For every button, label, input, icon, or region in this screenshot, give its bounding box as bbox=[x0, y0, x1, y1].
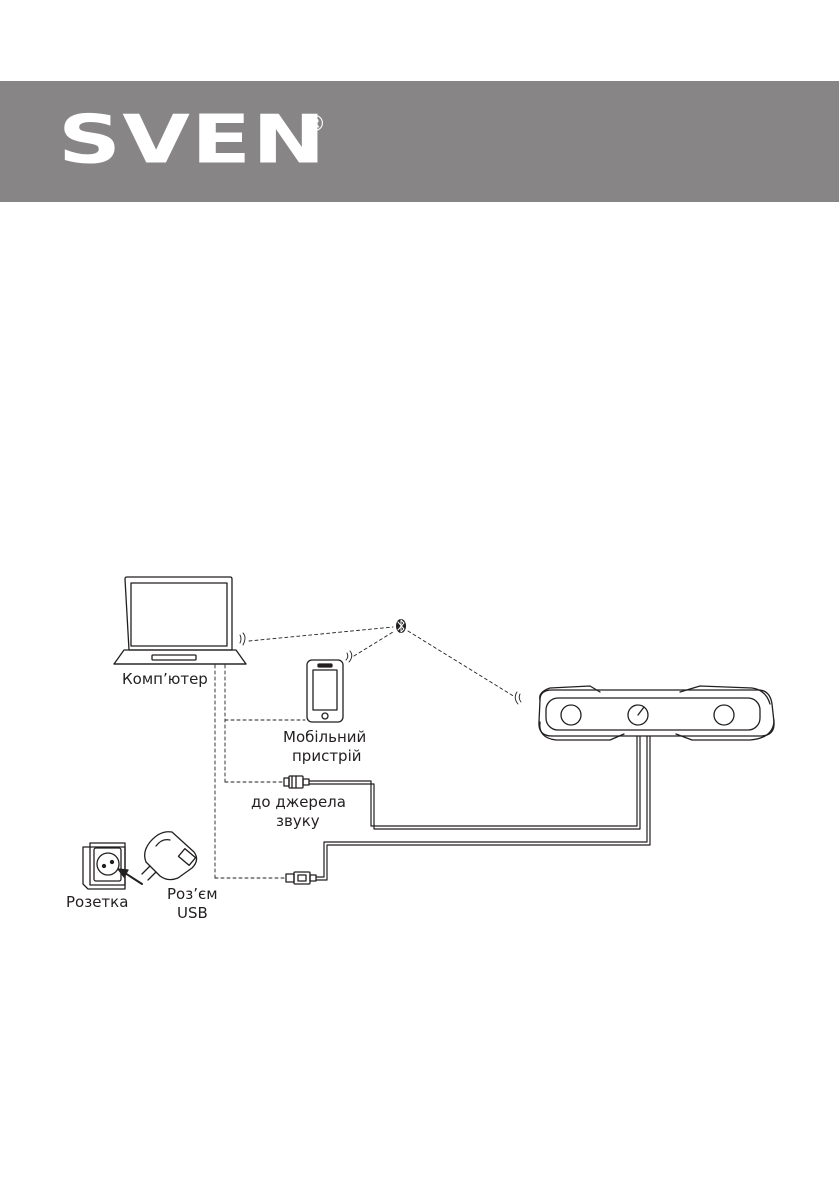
audio-jack-icon bbox=[283, 775, 310, 789]
mobile-phone-icon bbox=[306, 659, 344, 723]
mobile-label-line1: Мобільний bbox=[283, 728, 367, 746]
computer-label: Комп’ютер bbox=[122, 670, 208, 688]
bluetooth-links bbox=[248, 626, 516, 698]
plug-in-arrow-icon bbox=[117, 868, 143, 885]
bluetooth-icon bbox=[396, 619, 406, 633]
usb-plug-icon bbox=[285, 871, 317, 885]
audio-cable bbox=[308, 735, 641, 830]
socket-label: Розетка bbox=[66, 893, 129, 911]
sven-logo: SVEN bbox=[58, 100, 327, 179]
audio-source-label-line1: до джерела bbox=[251, 793, 346, 811]
wireless-signal-icon bbox=[239, 632, 522, 705]
mobile-label-line2: пристрій bbox=[292, 747, 362, 765]
dashed-routes bbox=[214, 664, 306, 879]
power-adapter-icon bbox=[141, 831, 198, 881]
laptop-icon bbox=[113, 576, 247, 665]
usb-cable bbox=[315, 735, 651, 881]
usb-connector-label-line2: USB bbox=[177, 904, 208, 922]
usb-connector-label-line1: Роз’єм bbox=[167, 885, 218, 903]
audio-source-label-line2: звуку bbox=[276, 812, 320, 830]
wall-socket-icon bbox=[82, 842, 126, 890]
registered-mark: ® bbox=[304, 112, 326, 137]
header-band bbox=[0, 81, 839, 202]
soundbar-icon bbox=[538, 685, 775, 741]
